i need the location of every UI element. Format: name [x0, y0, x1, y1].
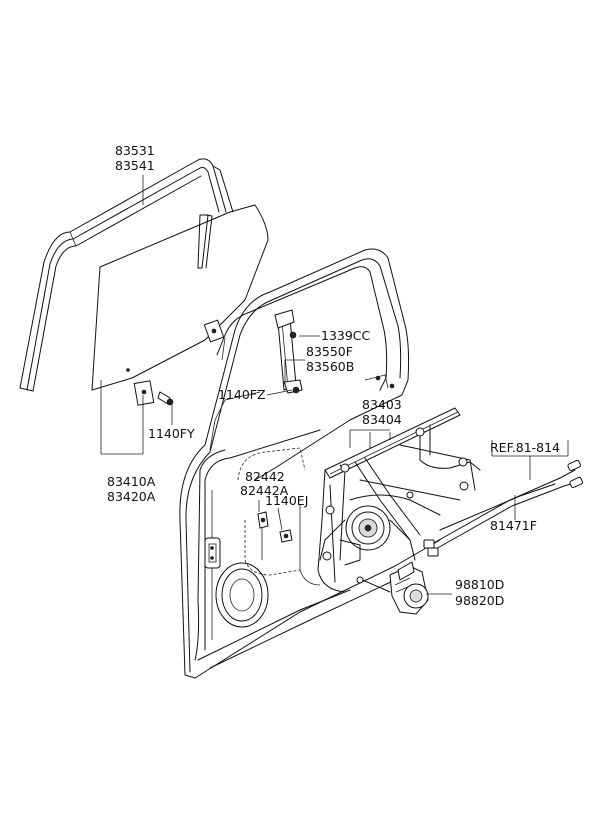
label-83410a: 83410A [107, 474, 156, 489]
window-regulator [317, 407, 481, 593]
door-glass [91, 204, 269, 406]
label-83404: 83404 [362, 412, 402, 427]
label-83531: 83531 [115, 143, 155, 158]
link-rod [257, 511, 269, 529]
label-98820d: 98820D [455, 593, 504, 608]
label-1140fz: 1140FZ [218, 387, 266, 402]
label-83560b: 83560B [306, 359, 354, 374]
label-83550f: 83550F [306, 344, 353, 359]
actuator-cable [423, 459, 583, 557]
label-83541: 83541 [115, 158, 155, 173]
label-98810d: 98810D [455, 577, 504, 592]
part-labels: 83531 83541 1339CC 83550F 83560B 1140FZ … [107, 143, 560, 608]
label-83403: 83403 [362, 397, 402, 412]
label-ref-81-814: REF.81-814 [490, 440, 560, 455]
door-inner-panel [179, 248, 441, 679]
label-83420a: 83420A [107, 489, 156, 504]
bolt-1140ej [279, 529, 293, 543]
label-1339cc: 1339CC [321, 328, 371, 343]
window-motor [356, 561, 429, 615]
label-82442a: 82442A [240, 483, 289, 498]
door-weatherstrip [19, 158, 234, 392]
label-81471f: 81471F [490, 518, 537, 533]
label-1140ej: 1140EJ [265, 493, 308, 508]
label-82442: 82442 [245, 469, 285, 484]
label-1140fy: 1140FY [148, 426, 195, 441]
leader-lines [100, 175, 569, 595]
rear-channel [274, 309, 303, 394]
